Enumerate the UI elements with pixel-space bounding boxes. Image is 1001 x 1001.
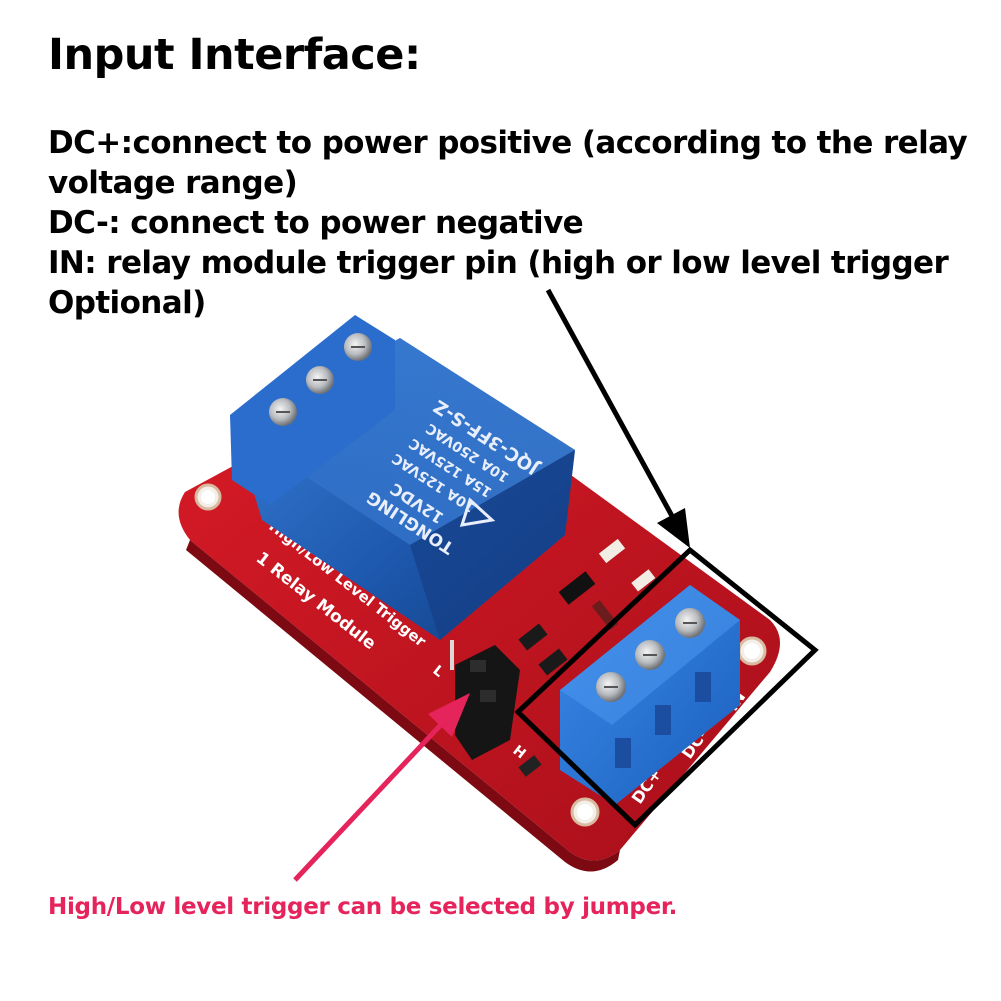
desc-line-dcminus: DC-: connect to power negative xyxy=(48,205,584,241)
page-title: Input Interface: xyxy=(48,30,421,80)
description-block: DC+:connect to power positive (according… xyxy=(48,123,968,323)
input-terminal-block xyxy=(560,585,740,805)
relay-block xyxy=(230,315,575,640)
pink-arrow-icon xyxy=(293,693,470,882)
black-arrow-icon xyxy=(545,288,690,548)
input-highlight-box xyxy=(514,546,819,829)
relay-logo-icon xyxy=(459,497,496,527)
desc-line-in-cont: Optional) xyxy=(48,285,206,321)
jumper-header xyxy=(450,640,520,760)
desc-line-dcplus-cont: voltage range) xyxy=(48,165,298,201)
jumper-caption: High/Low level trigger can be selected b… xyxy=(48,894,678,920)
desc-line-in: IN: relay module trigger pin (high or lo… xyxy=(48,245,949,281)
desc-line-dcplus: DC+:connect to power positive (according… xyxy=(48,125,968,161)
